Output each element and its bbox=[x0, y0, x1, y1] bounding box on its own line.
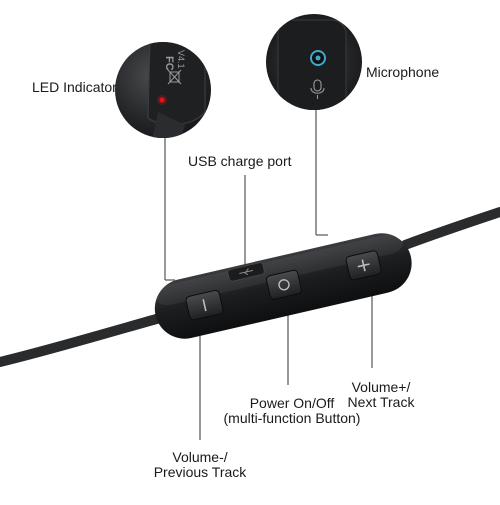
power-button[interactable] bbox=[265, 269, 303, 300]
version-marking: V4.1 bbox=[176, 50, 186, 69]
volume-minus-label: Volume-/ Previous Track bbox=[135, 450, 265, 480]
led-indicator-label: LED Indicator bbox=[32, 79, 117, 95]
remote-control bbox=[154, 233, 412, 339]
microphone-icon bbox=[310, 79, 325, 99]
led-zoom-circle: V4.1 FC bbox=[115, 42, 211, 138]
cable-right bbox=[400, 207, 500, 250]
plus-icon bbox=[357, 259, 370, 272]
cable-left bbox=[0, 313, 165, 367]
power-icon bbox=[278, 279, 290, 291]
volume-minus-label-line-1: Volume-/ bbox=[172, 449, 228, 465]
led-dot-icon bbox=[159, 97, 165, 103]
volume-plus-label-line-2: Next Track bbox=[347, 394, 415, 410]
fcc-marking: FC bbox=[163, 56, 175, 71]
power-label: Power On/Off (multi-function Button) bbox=[222, 396, 362, 426]
volume-plus-label: Volume+/ Next Track bbox=[346, 380, 416, 410]
microphone-zoom-circle bbox=[266, 14, 362, 110]
minus-icon bbox=[202, 299, 207, 312]
leader-lines bbox=[164, 105, 373, 440]
usb-charge-port-label: USB charge port bbox=[188, 153, 292, 169]
volume-minus-label-line-2: Previous Track bbox=[153, 464, 247, 480]
volume-plus-label-line-1: Volume+/ bbox=[351, 379, 411, 395]
power-label-line-2: (multi-function Button) bbox=[223, 410, 361, 426]
weee-icon bbox=[167, 69, 182, 85]
power-label-line-1: Power On/Off bbox=[249, 395, 335, 411]
usb-icon bbox=[239, 268, 254, 276]
microphone-label: Microphone bbox=[366, 64, 440, 80]
